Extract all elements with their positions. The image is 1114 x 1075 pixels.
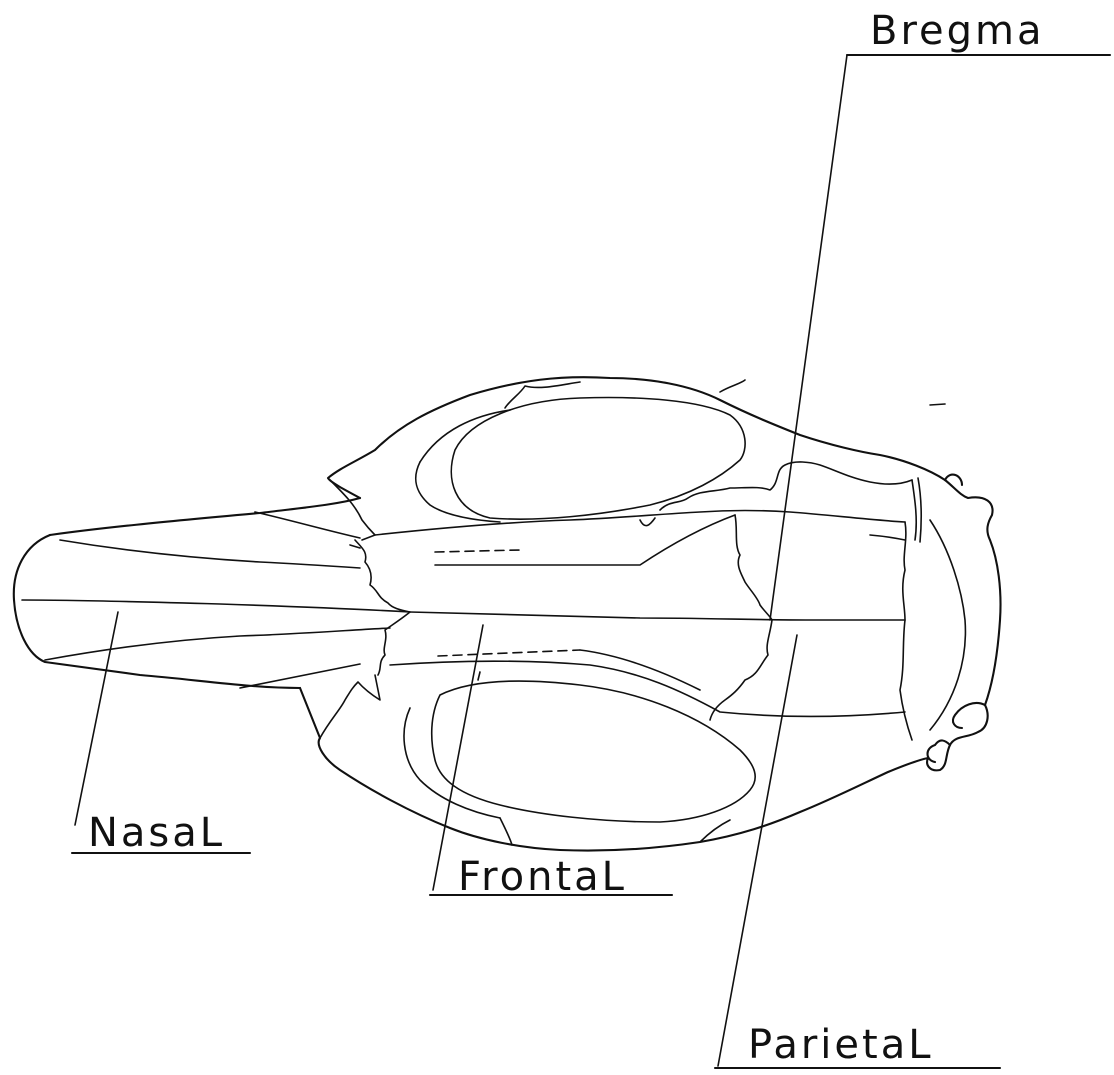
nasal-leader	[75, 612, 118, 825]
label-parietal: ParietaL	[715, 1022, 1000, 1068]
skull-sutures	[22, 380, 965, 845]
label-frontal: FrontaL	[430, 854, 672, 900]
label-bregma: Bregma	[847, 8, 1110, 55]
frontal-leader-2	[478, 672, 480, 680]
leader-lines	[75, 55, 847, 1066]
frontal-leader	[433, 625, 483, 890]
label-bregma-text: Bregma	[870, 8, 1044, 54]
label-nasal-text: NasaL	[88, 810, 225, 856]
label-frontal-text: FrontaL	[458, 854, 627, 900]
bregma-leader	[770, 55, 847, 620]
label-parietal-text: ParietaL	[748, 1022, 933, 1068]
parietal-leader	[718, 635, 797, 1066]
stray-mark	[930, 404, 945, 405]
label-nasal: NasaL	[72, 810, 250, 856]
